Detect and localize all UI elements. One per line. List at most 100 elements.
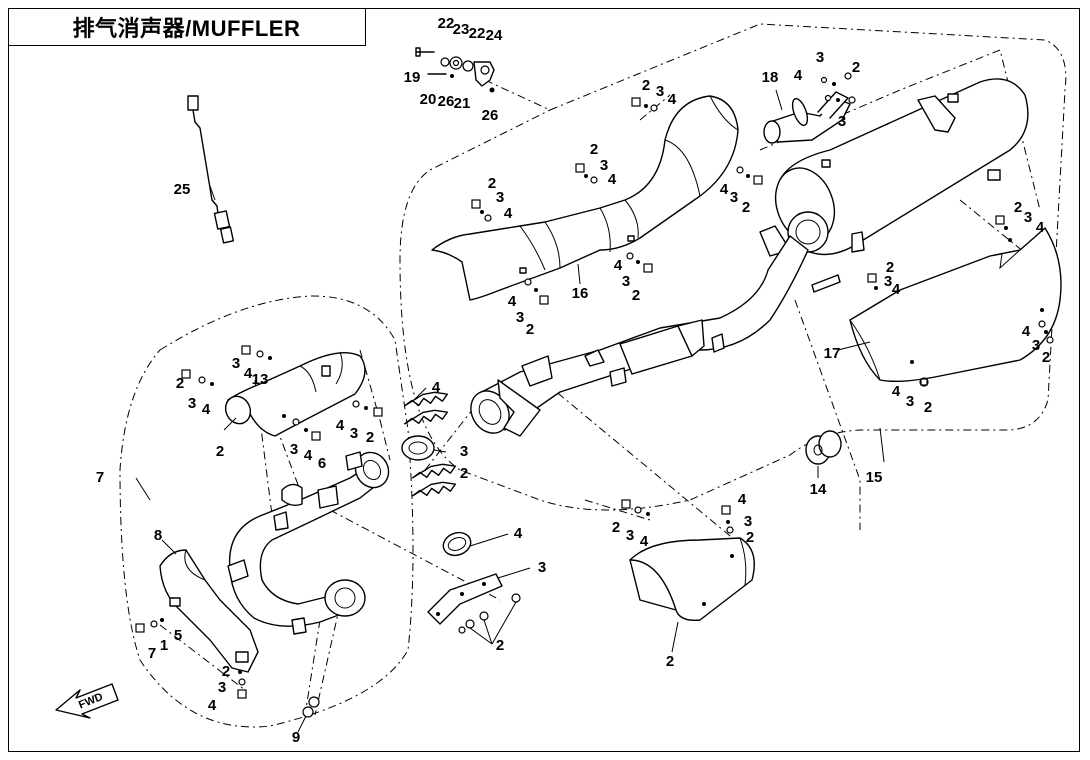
callout-19: 19 (404, 69, 421, 86)
fwd-arrow: FWD (55, 683, 119, 719)
bolt-washer-sets (135, 72, 1054, 699)
callout-16: 16 (572, 285, 589, 302)
callout-3: 4 (244, 365, 253, 382)
callout-4: 2 (746, 529, 754, 546)
callout-3: 3 (744, 513, 752, 530)
callout-3: 3 (816, 49, 824, 66)
callout-3: 3 (350, 425, 358, 442)
callout-3: 3 (656, 83, 664, 100)
springs (403, 391, 457, 497)
callout-4: 13 (252, 371, 269, 388)
callout-23: 23 (453, 21, 470, 38)
callout-3: 1 (160, 637, 168, 654)
callout-2: 2 (612, 519, 620, 536)
callout-5: 8 (154, 527, 162, 544)
callout-7: 2 (460, 465, 468, 482)
callout-3: 3 (838, 113, 846, 130)
callout-4: 3 (290, 441, 298, 458)
callout-22: 22 (438, 15, 455, 32)
callout-3: 3 (622, 273, 630, 290)
callout-12: 9 (292, 729, 300, 746)
callout-labels: 22 23 22 24 19 20 26 21 26 25 18 3 4 2 3… (96, 15, 1050, 746)
callout-4: 4 (336, 417, 345, 434)
callout-3: 3 (600, 157, 608, 174)
callout-8: 3 (460, 443, 468, 460)
outlet-pipe (763, 91, 851, 144)
callout-13: 2 (666, 653, 674, 670)
callout-3: 3 (1032, 337, 1040, 354)
callout-18: 18 (762, 69, 779, 86)
callout-22: 22 (469, 25, 486, 42)
mounting-bracket (427, 573, 503, 625)
callout-2: 2 (742, 199, 750, 216)
grommet (805, 430, 842, 465)
callout-4: 4 (1022, 323, 1031, 340)
callout-9: 4 (514, 525, 523, 542)
oxygen-sensor (187, 95, 235, 244)
drawing-frame (8, 8, 1080, 752)
callout-3: 3 (1024, 209, 1032, 226)
callout-15: 15 (866, 469, 883, 486)
callout-4: 4 (614, 257, 623, 274)
gasket-ring (401, 435, 435, 461)
callout-2: 2 (488, 175, 496, 192)
mid-pipe (470, 235, 809, 437)
callout-2: 2 (1042, 349, 1050, 366)
callout-11: 2 (496, 637, 504, 654)
callout-3: 3 (496, 189, 504, 206)
callout-26: 26 (438, 93, 455, 110)
callout-4: 4 (1036, 219, 1045, 236)
callout-26: 26 (482, 107, 499, 124)
callout-3: 3 (188, 395, 196, 412)
nuts (302, 593, 521, 718)
callout-21: 21 (454, 95, 471, 112)
callout-2: 2 (1014, 199, 1022, 216)
callout-2: 2 (924, 399, 932, 416)
callout-4: 2 (222, 663, 230, 680)
callout-20: 20 (420, 91, 437, 108)
callout-2: 2 (886, 259, 894, 276)
callout-2: 4 (208, 697, 217, 714)
callout-3: 3 (906, 393, 914, 410)
header-pipe (227, 451, 390, 635)
callout-7: 4 (432, 379, 441, 396)
callout-2: 6 (318, 455, 326, 472)
callout-leaders (135, 89, 885, 733)
callout-24: 24 (486, 27, 503, 44)
group-outline-muffler (399, 23, 1067, 511)
callout-4: 4 (504, 205, 513, 222)
callout-2: 2 (526, 321, 534, 338)
callout-4: 4 (508, 293, 517, 310)
callout-2: 2 (590, 141, 598, 158)
callout-6: 2 (216, 443, 224, 460)
callout-17: 17 (824, 345, 841, 362)
callout-4: 4 (892, 383, 901, 400)
callout-2: 2 (176, 375, 184, 392)
callout-2: 4 (738, 491, 747, 508)
muffler-heat-shield (849, 227, 1062, 383)
callout-4: 5 (174, 627, 182, 644)
gasket (442, 531, 472, 557)
callout-4: 4 (794, 67, 803, 84)
callout-4: 4 (892, 281, 901, 298)
diagram-title: 排气消声器/MUFFLER (8, 8, 366, 46)
callout-4: 4 (640, 533, 649, 550)
callout-2: 3 (232, 355, 240, 372)
bracket-hardware-cluster (415, 47, 495, 93)
callout-14: 14 (810, 481, 827, 498)
callout-3: 3 (218, 679, 226, 696)
front-heat-shield (431, 95, 739, 301)
header-heat-shield (224, 351, 366, 437)
callout-2: 2 (852, 59, 860, 76)
callout-4: 4 (668, 91, 677, 108)
callout-2: 2 (642, 77, 650, 94)
callout-3: 4 (304, 447, 313, 464)
callout-3: 3 (626, 527, 634, 544)
muffler-body (759, 78, 1029, 293)
callout-25: 25 (174, 181, 191, 198)
callout-2: 7 (148, 645, 156, 662)
callout-3: 3 (730, 189, 738, 206)
callout-1: 7 (96, 469, 104, 486)
callout-4: 4 (608, 171, 617, 188)
